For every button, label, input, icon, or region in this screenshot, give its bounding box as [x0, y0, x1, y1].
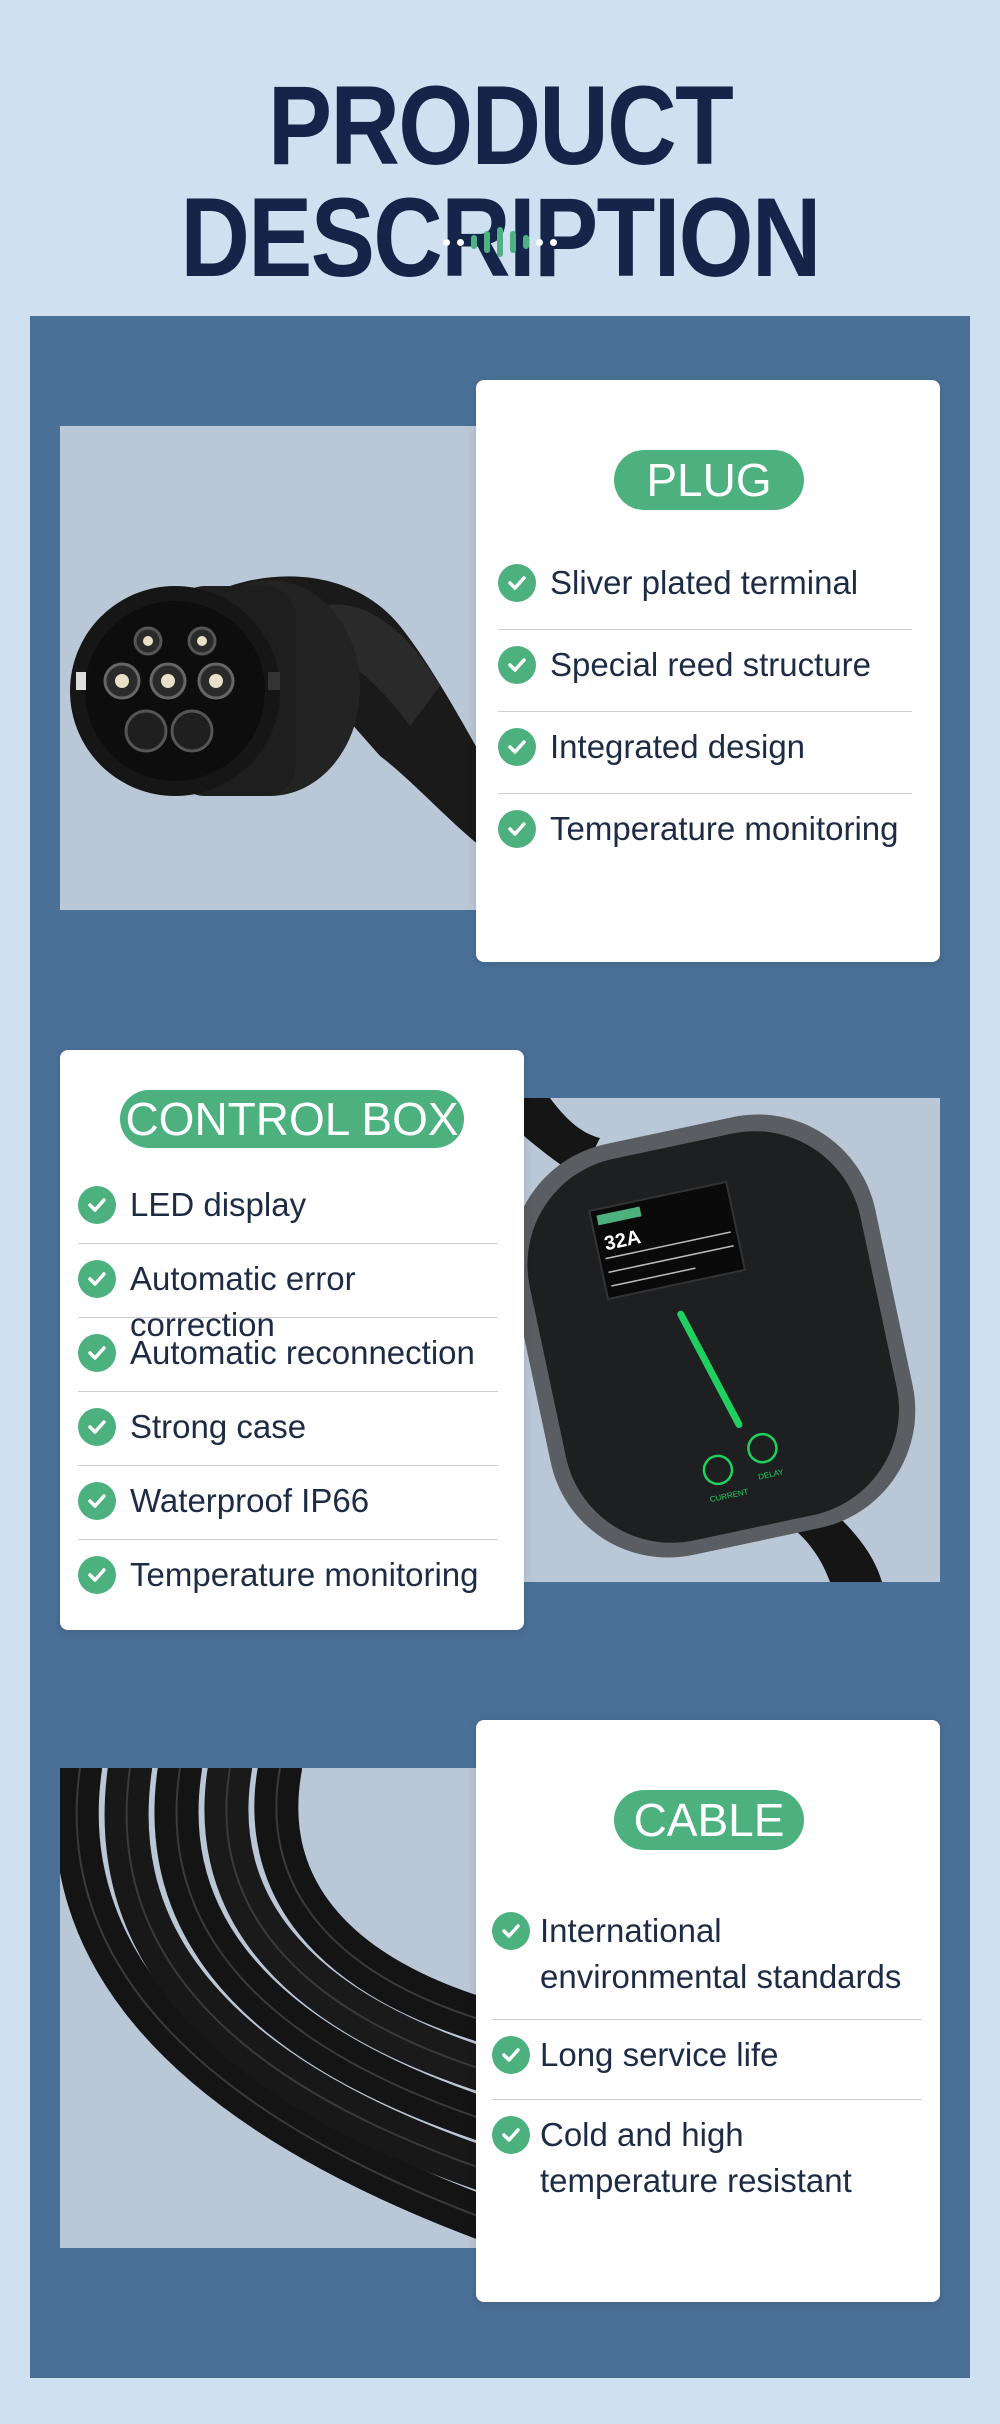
plug-photo	[60, 426, 510, 910]
list-item-label: Automatic reconnection	[130, 1334, 475, 1371]
list-item: Cold and high temperature resistant	[492, 2100, 922, 2220]
control-box-feature-list: LED display Automatic error correction A…	[78, 1170, 498, 1614]
list-item: Waterproof IP66	[78, 1466, 498, 1540]
list-item-label: Waterproof IP66	[130, 1482, 370, 1519]
check-icon	[492, 2036, 530, 2074]
list-item: Strong case	[78, 1392, 498, 1466]
list-item-label: Strong case	[130, 1408, 307, 1445]
plug-card: PLUG Sliver plated terminal Special reed…	[476, 380, 940, 962]
check-icon	[78, 1334, 116, 1372]
check-icon	[78, 1408, 116, 1446]
list-item: Temperature monitoring	[78, 1540, 498, 1614]
list-item: Automatic error correction	[78, 1244, 498, 1343]
list-item-label: Temperature monitoring	[550, 810, 899, 847]
list-item: International environmental standards	[492, 1896, 922, 2020]
check-icon	[78, 1260, 116, 1298]
delay-button-icon	[747, 1432, 778, 1464]
list-item-label: Cold and high temperature resistant	[540, 2116, 852, 2199]
list-item: Integrated design	[498, 712, 912, 794]
plug-feature-list: Sliver plated terminal Special reed stru…	[498, 548, 912, 876]
check-icon	[78, 1186, 116, 1224]
cable-feature-list: International environmental standards Lo…	[492, 1896, 922, 2220]
list-item-label: Temperature monitoring	[130, 1556, 479, 1593]
list-item-label: Sliver plated terminal	[550, 564, 859, 601]
list-item: Temperature monitoring	[498, 794, 912, 876]
list-item-label: International environmental standards	[540, 1912, 902, 1995]
list-item: Sliver plated terminal	[498, 548, 912, 630]
control-box-section-title: CONTROL BOX	[120, 1090, 464, 1148]
check-icon	[498, 810, 536, 848]
list-item-label: Integrated design	[550, 728, 806, 765]
decorative-divider-icon	[440, 222, 560, 262]
check-icon	[492, 1912, 530, 1950]
check-icon	[78, 1556, 116, 1594]
control-box-photo: 32A CURRENT DELAY	[510, 1098, 940, 1582]
check-icon	[78, 1482, 116, 1520]
plug-section-title: PLUG	[614, 450, 804, 510]
list-item-label: Long service life	[540, 2036, 779, 2073]
product-panel: PLUG Sliver plated terminal Special reed…	[30, 316, 970, 2378]
list-item: Long service life	[492, 2020, 922, 2100]
cable-card: CABLE International environmental standa…	[476, 1720, 940, 2302]
control-box-card: CONTROL BOX LED display Automatic error …	[60, 1050, 524, 1630]
list-item-label: Special reed structure	[550, 646, 871, 683]
cable-photo	[60, 1768, 510, 2248]
list-item-label: Automatic error correction	[130, 1260, 356, 1343]
list-item: LED display	[78, 1170, 498, 1244]
list-item-label: LED display	[130, 1186, 307, 1223]
current-button-icon	[702, 1454, 734, 1486]
check-icon	[498, 728, 536, 766]
cable-section-title: CABLE	[614, 1790, 804, 1850]
list-item: Special reed structure	[498, 630, 912, 712]
check-icon	[498, 564, 536, 602]
check-icon	[492, 2116, 530, 2154]
check-icon	[498, 646, 536, 684]
list-item: Automatic reconnection	[78, 1318, 498, 1392]
